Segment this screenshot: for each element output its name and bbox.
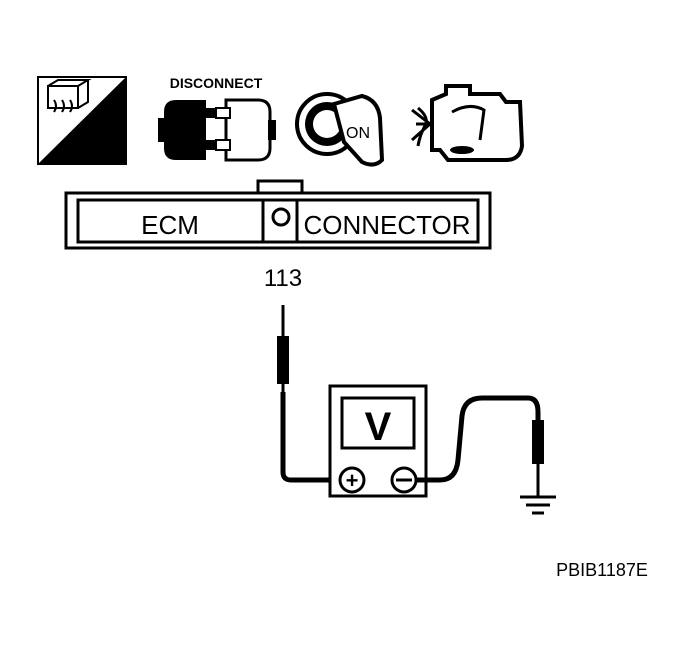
connector-left-label: ECM <box>141 210 199 240</box>
ecm-connector: ECM CONNECTOR <box>64 179 492 250</box>
positive-lead-wire <box>280 392 340 483</box>
engine-icon <box>411 84 525 162</box>
disconnect-label: DISCONNECT <box>170 75 263 91</box>
hot-stuff-label: H.S. <box>72 140 115 165</box>
disconnect-icon: DISCONNECT <box>158 75 276 162</box>
terminal-number-label: 113 <box>264 265 302 292</box>
ground-icon <box>520 495 556 515</box>
connector-right-label: CONNECTOR <box>303 210 470 240</box>
positive-terminal-icon <box>338 466 366 494</box>
positive-terminal-symbol: + <box>346 468 359 493</box>
ignition-key-icon: ON <box>295 92 385 167</box>
positive-probe <box>277 305 289 392</box>
figure-id: PBIB1187E <box>556 560 648 580</box>
hot-stuff-icon: H.S. <box>37 76 127 165</box>
ignition-on-label: ON <box>346 125 370 142</box>
voltmeter-display: V <box>365 405 392 449</box>
terminal-113-pin <box>271 207 291 227</box>
negative-probe <box>532 420 544 497</box>
negative-lead-wire <box>416 395 541 483</box>
voltmeter: V + <box>328 384 428 498</box>
